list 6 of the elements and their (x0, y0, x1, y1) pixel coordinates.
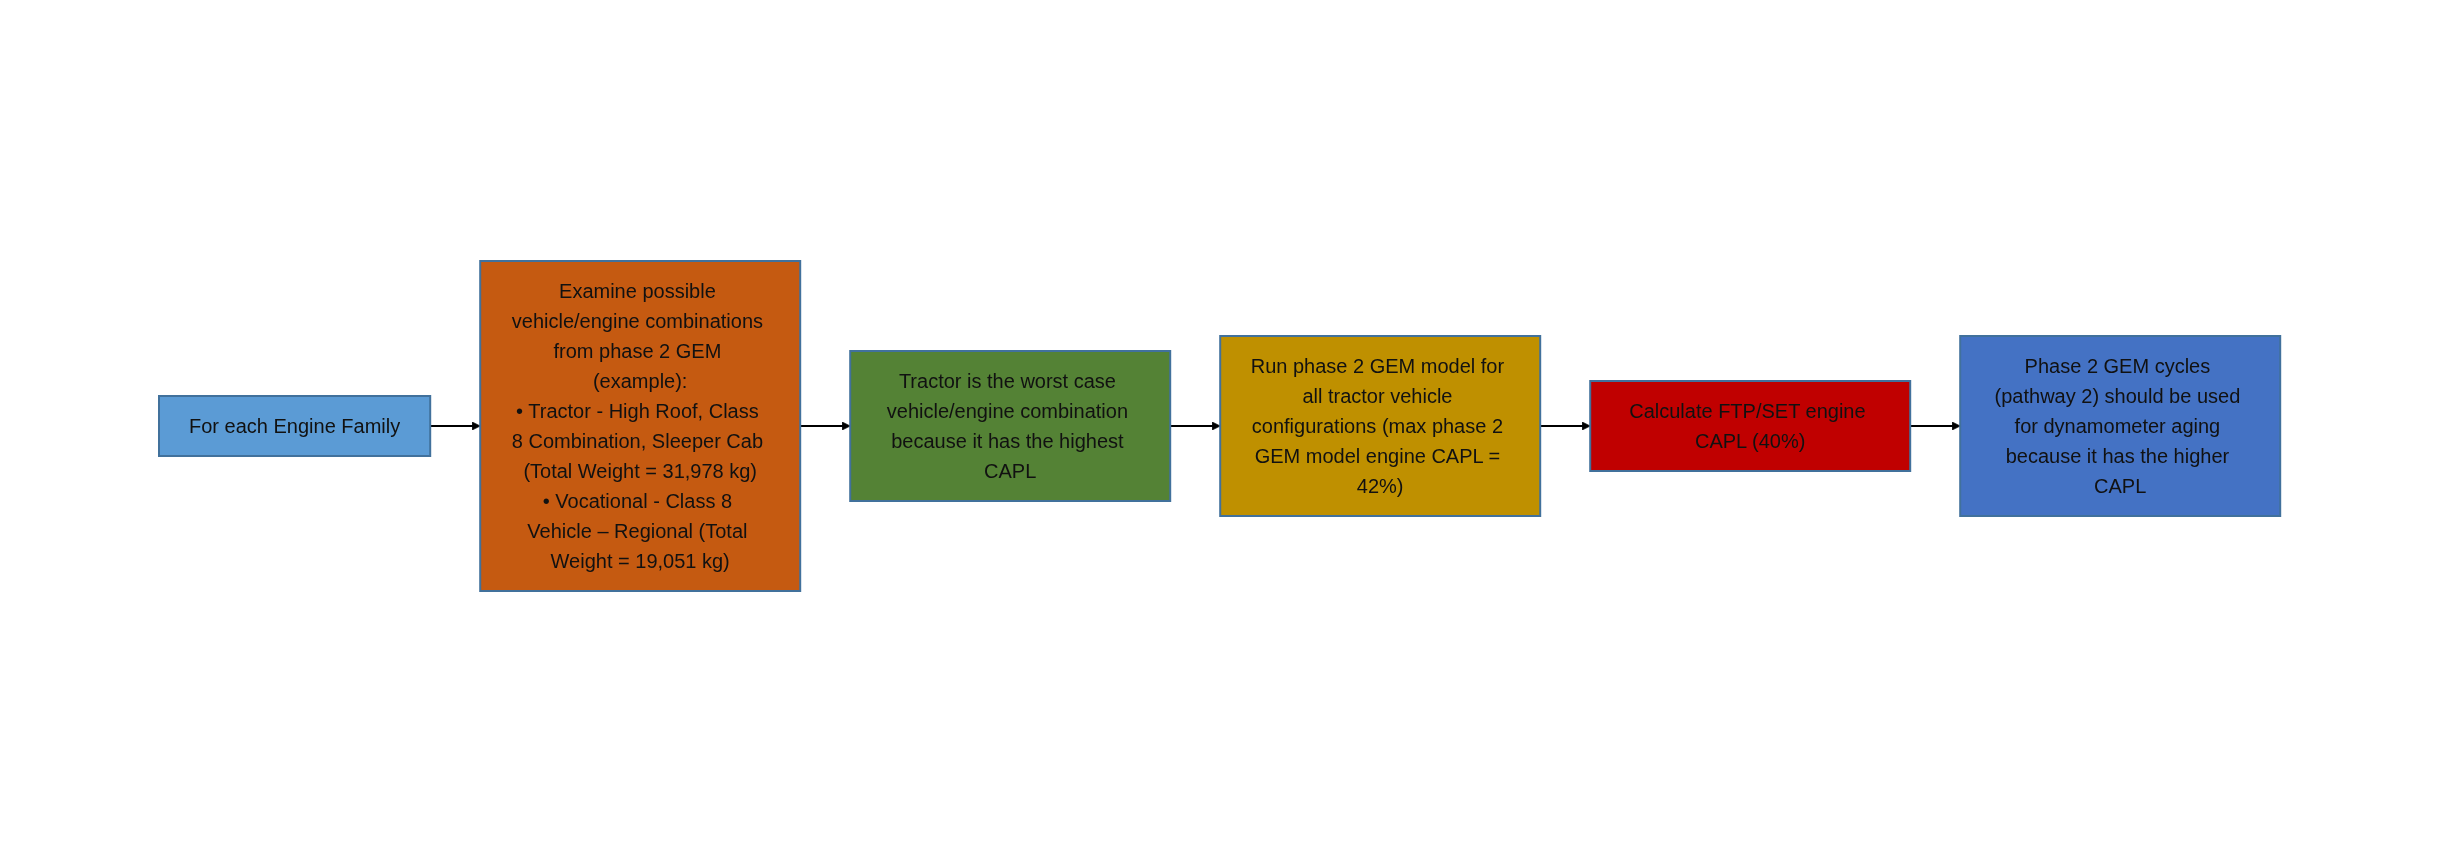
node-box: Examine possible vehicle/engine combinations from phase 2 GEM (example): • Tractor - High Roof, Class 8 Combination, Sleeper Cab (Total Weight = 31,978 kg) • Vocational - Class 8 Vehicle – Regional (Total Weight = 19,051 kg) (479, 259, 802, 592)
node-box: Tractor is the worst case vehicle/engine combination because it has the highest CAPL (849, 349, 1172, 502)
node-box: Run phase 2 GEM model for all tractor vehicle configurations (max phase 2 GEM model engine CAPL = 42%) (1219, 334, 1542, 517)
node-box: For each Engine Family (158, 394, 432, 457)
node-box: Phase 2 GEM cycles (pathway 2) should be used for dynamometer aging because it has the higher CAPL (1959, 334, 2282, 517)
node-box: Calculate FTP/SET engine CAPL (40%) (1589, 379, 1912, 472)
